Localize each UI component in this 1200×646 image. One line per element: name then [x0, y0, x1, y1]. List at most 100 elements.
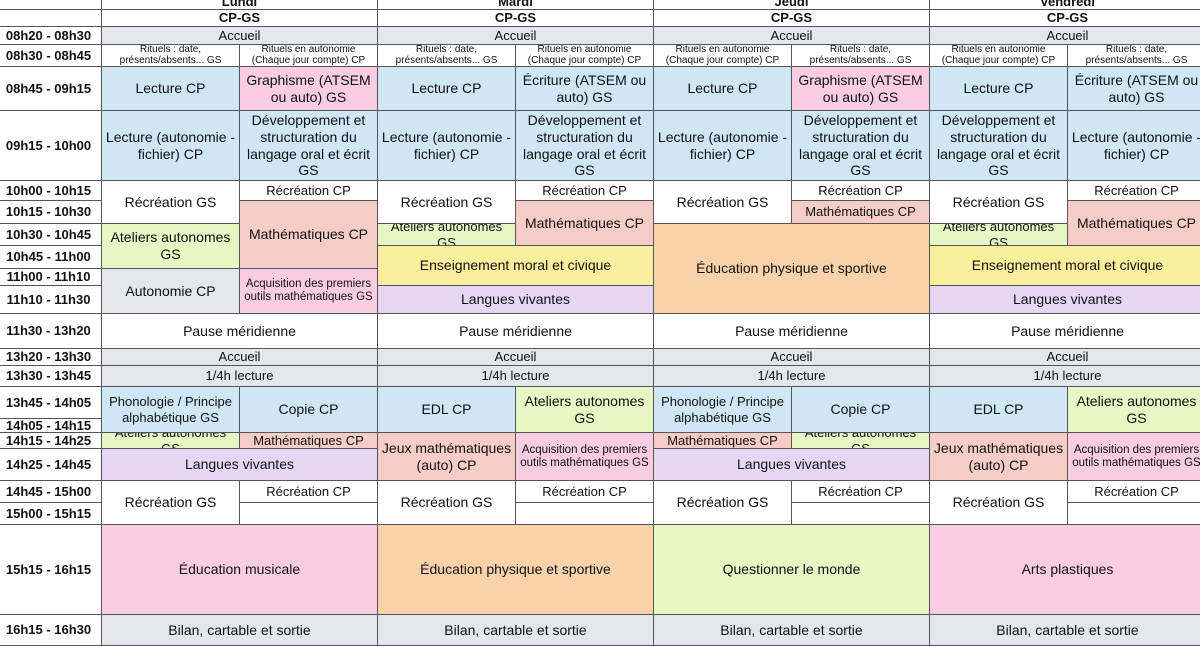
activity-copie-cp: Copie CP	[239, 386, 378, 433]
activity-arts-plastiques: Arts plastiques	[929, 524, 1200, 615]
activity-ateliers-autonomes-gs: Ateliers autonomes GS	[101, 432, 240, 449]
activity-acquisition-des-premiers-outils-mathematiques-gs: Acquisition des premiers outils mathémat…	[1067, 432, 1200, 481]
activity-recreation-cp: Récréation CP	[515, 180, 654, 201]
corner-cell	[0, 9, 102, 27]
time-slot: 13h30 - 13h45	[0, 365, 102, 387]
activity-education-physique-et-sportive: Éducation physique et sportive	[653, 223, 930, 314]
time-slot: 14h25 - 14h45	[0, 448, 102, 481]
time-slot: 15h00 - 15h15	[0, 502, 102, 525]
activity-lecture-cp: Lecture CP	[929, 66, 1068, 111]
activity-accueil: Accueil	[929, 26, 1200, 45]
time-slot: 13h45 - 14h05	[0, 386, 102, 419]
activity-1-4h-lecture: 1/4h lecture	[101, 365, 378, 387]
activity-bilan-cartable-et-sortie: Bilan, cartable et sortie	[929, 614, 1200, 646]
activity-accueil: Accueil	[929, 348, 1200, 366]
time-slot: 16h15 - 16h30	[0, 614, 102, 646]
activity-accueil: Accueil	[377, 26, 654, 45]
activity-ateliers-autonomes-gs: Ateliers autonomes GS	[377, 223, 516, 246]
time-slot: 14h05 - 14h15	[0, 418, 102, 433]
activity-accueil: Accueil	[653, 348, 930, 366]
activity-recreation-cp: Récréation CP	[1067, 180, 1200, 201]
activity-pause-meridienne: Pause méridienne	[377, 313, 654, 349]
activity-autonomie-cp: Autonomie CP	[101, 268, 240, 314]
activity-acquisition-des-premiers-outils-mathematiques-gs: Acquisition des premiers outils mathémat…	[515, 432, 654, 481]
activity-rituels-date-presents-absents-gs: Rituels : date, présents/absents... GS	[101, 44, 240, 67]
activity-ateliers-autonomes-gs: Ateliers autonomes GS	[1067, 386, 1200, 433]
activity-ateliers-autonomes-gs: Ateliers autonomes GS	[929, 223, 1068, 246]
activity-ateliers-autonomes-gs: Ateliers autonomes GS	[791, 432, 930, 449]
activity-recreation-cp: Récréation CP	[791, 180, 930, 201]
activity-questionner-le-monde: Questionner le monde	[653, 524, 930, 615]
time-slot: 13h20 - 13h30	[0, 348, 102, 366]
activity-rituels-en-autonomie-chaque-jour-compte-cp: Rituels en autonomie (Chaque jour compte…	[239, 44, 378, 67]
activity-lecture-cp: Lecture CP	[377, 66, 516, 111]
activity-recreation-gs: Récréation GS	[929, 480, 1068, 525]
activity-recreation-cp: Récréation CP	[791, 480, 930, 503]
activity-bilan-cartable-et-sortie: Bilan, cartable et sortie	[101, 614, 378, 646]
activity-mathematiques-cp: Mathématiques CP	[653, 432, 792, 449]
activity-vide	[1067, 502, 1200, 525]
time-slot: 10h30 - 10h45	[0, 223, 102, 246]
activity-mathematiques-cp: Mathématiques CP	[239, 200, 378, 269]
time-slot: 14h15 - 14h25	[0, 432, 102, 449]
activity-ateliers-autonomes-gs: Ateliers autonomes GS	[101, 223, 240, 269]
activity-recreation-cp: Récréation CP	[239, 180, 378, 201]
activity-1-4h-lecture: 1/4h lecture	[653, 365, 930, 387]
activity-mathematiques-cp: Mathématiques CP	[515, 200, 654, 246]
activity-jeux-mathematiques-auto-cp: Jeux mathématiques (auto) CP	[377, 432, 516, 481]
activity-accueil: Accueil	[101, 348, 378, 366]
activity-accueil: Accueil	[101, 26, 378, 45]
activity-edl-cp: EDL CP	[929, 386, 1068, 433]
time-slot: 09h15 - 10h00	[0, 110, 102, 181]
time-slot: 11h10 - 11h30	[0, 285, 102, 314]
time-slot: 08h30 - 08h45	[0, 44, 102, 67]
time-slot: 14h45 - 15h00	[0, 480, 102, 503]
time-slot: 11h30 - 13h20	[0, 313, 102, 349]
activity-mathematiques-cp: Mathématiques CP	[791, 200, 930, 224]
activity-rituels-date-presents-absents-gs: Rituels : date, présents/absents... GS	[1067, 44, 1200, 67]
activity-rituels-en-autonomie-chaque-jour-compte-cp: Rituels en autonomie (Chaque jour compte…	[653, 44, 792, 67]
activity-langues-vivantes: Langues vivantes	[653, 448, 930, 481]
activity-recreation-gs: Récréation GS	[653, 180, 792, 224]
activity-bilan-cartable-et-sortie: Bilan, cartable et sortie	[653, 614, 930, 646]
activity-vide	[791, 502, 930, 525]
activity-phonologie-principe-alphabetique-gs: Phonologie / Principe alphabétique GS	[653, 386, 792, 433]
activity-langues-vivantes: Langues vivantes	[101, 448, 378, 481]
class-header: CP-GS	[101, 9, 378, 27]
activity-jeux-mathematiques-auto-cp: Jeux mathématiques (auto) CP	[929, 432, 1068, 481]
activity-pause-meridienne: Pause méridienne	[929, 313, 1200, 349]
activity-rituels-en-autonomie-chaque-jour-compte-cp: Rituels en autonomie (Chaque jour compte…	[929, 44, 1068, 67]
activity-mathematiques-cp: Mathématiques CP	[1067, 200, 1200, 246]
time-slot: 08h45 - 09h15	[0, 66, 102, 111]
activity-ecriture-atsem-ou-auto-gs: Écriture (ATSEM ou auto) GS	[1067, 66, 1200, 111]
activity-langues-vivantes: Langues vivantes	[929, 285, 1200, 314]
time-slot: 10h15 - 10h30	[0, 200, 102, 224]
activity-recreation-cp: Récréation CP	[239, 480, 378, 503]
activity-recreation-gs: Récréation GS	[377, 480, 516, 525]
activity-lecture-cp: Lecture CP	[653, 66, 792, 111]
activity-vide	[239, 502, 378, 525]
activity-vide	[515, 502, 654, 525]
class-header: CP-GS	[929, 9, 1200, 27]
activity-rituels-date-presents-absents-gs: Rituels : date, présents/absents... GS	[377, 44, 516, 67]
activity-langues-vivantes: Langues vivantes	[377, 285, 654, 314]
activity-edl-cp: EDL CP	[377, 386, 516, 433]
activity-accueil: Accueil	[377, 348, 654, 366]
activity-recreation-cp: Récréation CP	[515, 480, 654, 503]
activity-enseignement-moral-et-civique: Enseignement moral et civique	[377, 245, 654, 286]
activity-ecriture-atsem-ou-auto-gs: Écriture (ATSEM ou auto) GS	[515, 66, 654, 111]
activity-graphisme-atsem-ou-auto-gs: Graphisme (ATSEM ou auto) GS	[791, 66, 930, 111]
activity-graphisme-atsem-ou-auto-gs: Graphisme (ATSEM ou auto) GS	[239, 66, 378, 111]
activity-lecture-cp: Lecture CP	[101, 66, 240, 111]
activity-lecture-autonomie-fichier-cp: Lecture (autonomie - fichier) CP	[101, 110, 240, 181]
activity-recreation-gs: Récréation GS	[101, 180, 240, 224]
activity-pause-meridienne: Pause méridienne	[653, 313, 930, 349]
activity-rituels-date-presents-absents-gs: Rituels : date, présents/absents... GS	[791, 44, 930, 67]
activity-developpement-et-structuration-du-langage-oral-et-ecrit-gs: Développement et structuration du langag…	[515, 110, 654, 181]
activity-mathematiques-cp: Mathématiques CP	[239, 432, 378, 449]
activity-recreation-gs: Récréation GS	[377, 180, 516, 224]
activity-lecture-autonomie-fichier-cp: Lecture (autonomie - fichier) CP	[1067, 110, 1200, 181]
activity-phonologie-principe-alphabetique-gs: Phonologie / Principe alphabétique GS	[101, 386, 240, 433]
activity-rituels-en-autonomie-chaque-jour-compte-cp: Rituels en autonomie (Chaque jour compte…	[515, 44, 654, 67]
